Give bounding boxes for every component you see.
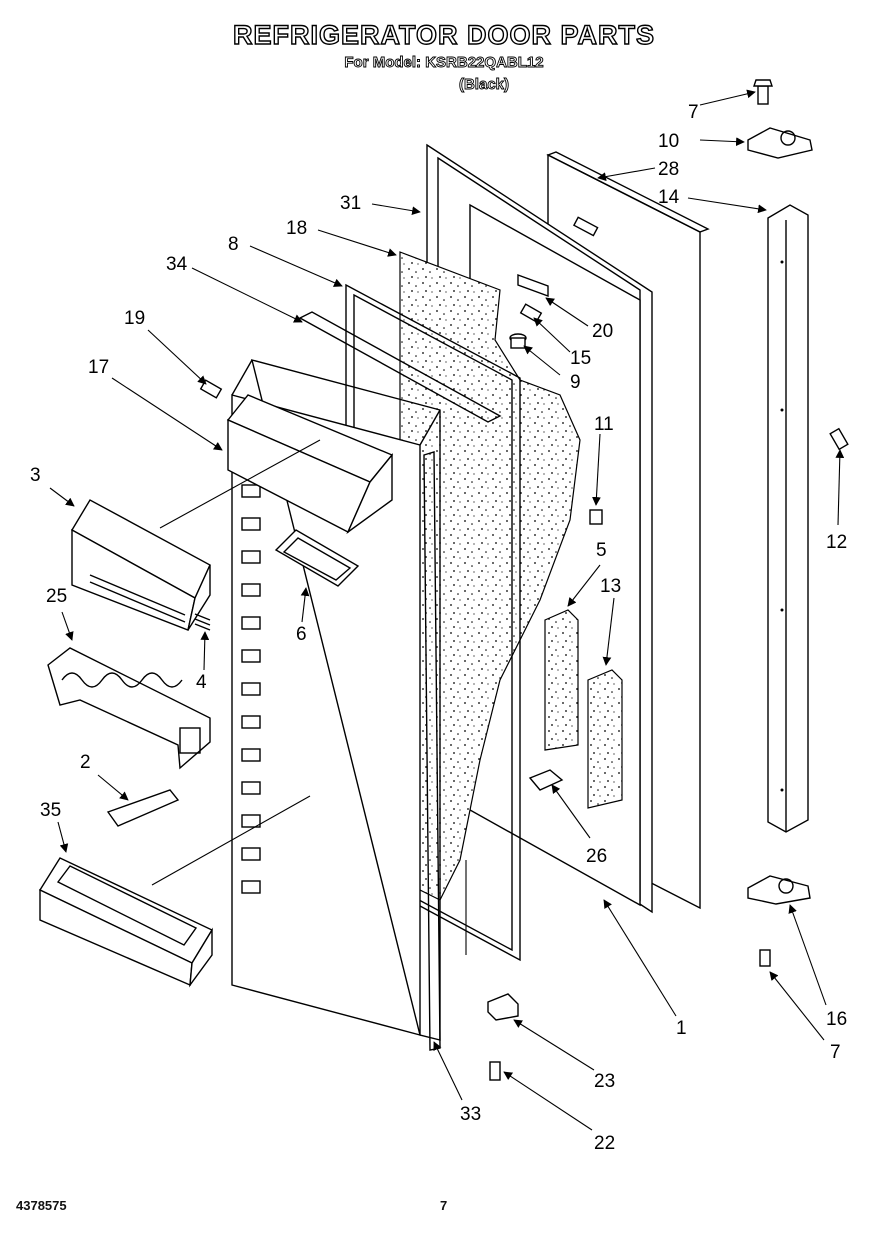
callout-22: 22 xyxy=(594,1133,615,1154)
callout-18: 18 xyxy=(286,218,307,239)
callout-4: 4 xyxy=(196,672,207,693)
door-bin xyxy=(38,857,214,988)
callout-10: 10 xyxy=(658,131,679,152)
inner-door-liner xyxy=(226,359,441,1041)
hinge-bracket xyxy=(487,993,519,1021)
callout-6: 6 xyxy=(296,624,307,645)
callout-8: 8 xyxy=(228,234,239,255)
callout-11: 11 xyxy=(594,414,614,435)
foam-block-5 xyxy=(544,609,579,751)
clip-20 xyxy=(517,273,549,298)
callout-15: 15 xyxy=(570,348,591,369)
foam-block-13 xyxy=(587,669,623,809)
callout-34: 34 xyxy=(166,254,188,275)
callout-5: 5 xyxy=(596,540,607,561)
callout-7-top: 7 xyxy=(688,102,699,123)
hinge-screw xyxy=(489,1061,501,1081)
screw-bottom xyxy=(759,949,771,967)
screw-12 xyxy=(829,427,849,451)
bottom-hinge xyxy=(747,875,811,905)
callout-13: 13 xyxy=(600,576,621,597)
document-number: 4378575 xyxy=(16,1198,67,1213)
top-hinge xyxy=(747,127,813,159)
page-number: 7 xyxy=(440,1198,448,1213)
callout-14: 14 xyxy=(658,187,680,208)
small-tray xyxy=(274,529,360,587)
bracket-26 xyxy=(528,769,564,791)
callout-2: 2 xyxy=(80,752,91,773)
model-line: For Model: KSRB22QABL12 xyxy=(344,54,544,72)
callout-35: 35 xyxy=(40,800,61,821)
spring-4 xyxy=(194,613,211,631)
callout-7-bottom: 7 xyxy=(830,1042,841,1063)
callout-31: 31 xyxy=(340,193,361,214)
plug-9 xyxy=(509,333,527,349)
leader-lines xyxy=(49,89,845,1131)
callout-9: 9 xyxy=(570,372,581,393)
screw-19 xyxy=(199,379,223,399)
callout-23: 23 xyxy=(594,1071,615,1092)
screw-top xyxy=(753,79,773,105)
callout-33: 33 xyxy=(460,1104,481,1125)
egg-tray xyxy=(47,647,211,770)
callout-26: 26 xyxy=(586,846,607,867)
callout-20: 20 xyxy=(592,321,613,342)
callout-3: 3 xyxy=(30,465,41,486)
callout-1: 1 xyxy=(676,1018,687,1039)
foam-insulation xyxy=(399,251,581,901)
callout-16: 16 xyxy=(826,1009,847,1030)
callout-17: 17 xyxy=(88,357,109,378)
callout-12: 12 xyxy=(826,532,847,553)
shelf-clip xyxy=(106,789,180,827)
shelf-supports xyxy=(241,484,261,894)
callout-28: 28 xyxy=(658,159,679,180)
callout-19: 19 xyxy=(124,308,145,329)
callout-labels: 7 10 28 14 31 18 8 34 19 20 15 9 17 11 1… xyxy=(30,102,847,1154)
page-title: REFRIGERATOR DOOR PARTS xyxy=(232,19,655,50)
hinge-channel xyxy=(767,204,809,833)
callout-25: 25 xyxy=(46,586,67,607)
color-line: (Black) xyxy=(458,76,510,94)
clip-11 xyxy=(589,509,603,525)
dairy-door xyxy=(71,499,211,631)
strip-34 xyxy=(298,311,502,423)
